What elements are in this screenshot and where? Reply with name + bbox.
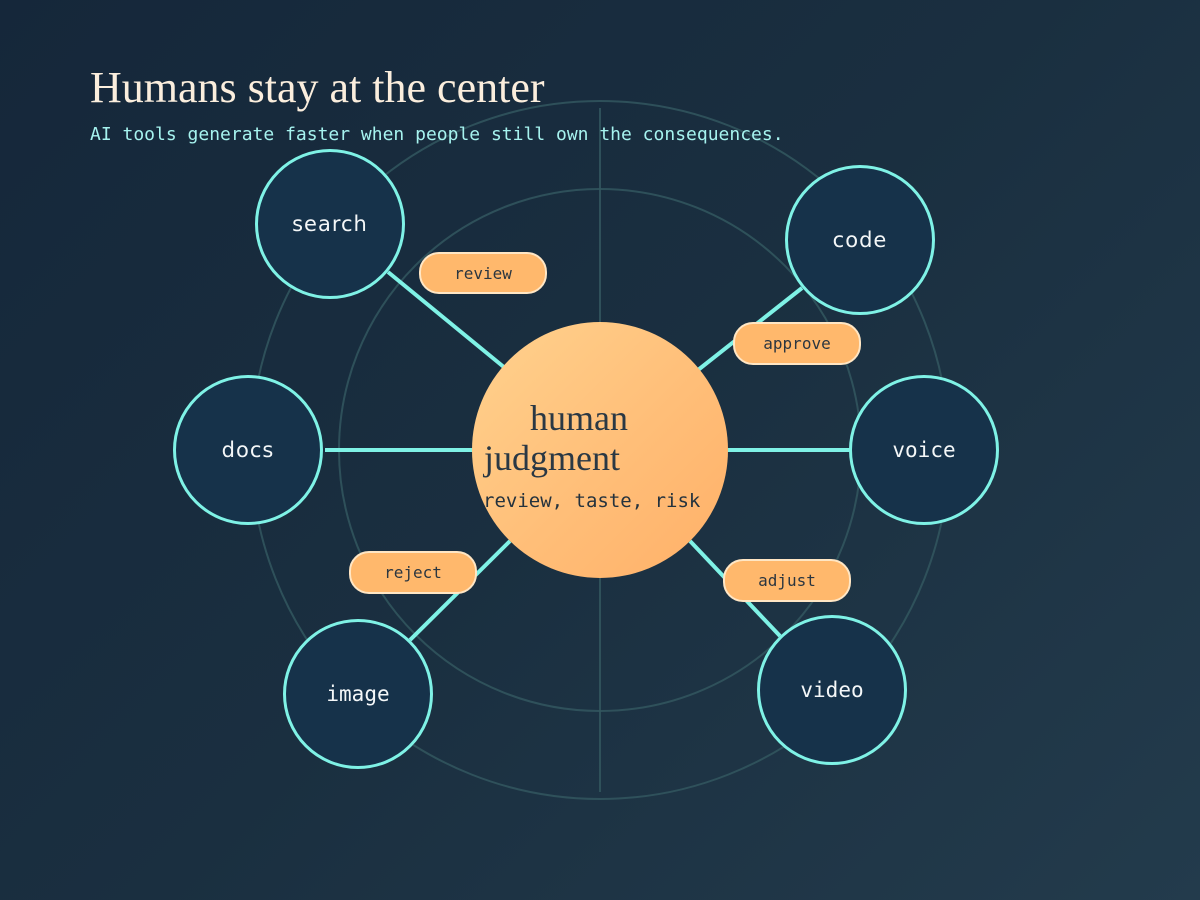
node-label: code — [832, 228, 888, 252]
node-label: voice — [892, 438, 956, 462]
hub-title: human judgment — [484, 398, 674, 478]
node-video[interactable]: video — [757, 615, 907, 765]
action-pill-adjust[interactable]: adjust — [723, 559, 851, 602]
node-docs[interactable]: docs — [173, 375, 323, 525]
page-subtitle: AI tools generate faster when people sti… — [90, 124, 784, 145]
node-label: docs — [221, 438, 275, 462]
connector-search — [386, 270, 507, 370]
node-label: search — [292, 212, 368, 236]
action-pill-approve[interactable]: approve — [733, 322, 861, 365]
node-search[interactable]: search — [255, 149, 405, 299]
pill-label: adjust — [758, 571, 816, 590]
hub-title-line1: human — [530, 398, 628, 438]
pill-label: approve — [763, 334, 831, 353]
pill-label: review — [454, 263, 512, 283]
page-title: Humans stay at the center — [90, 63, 545, 112]
hub-subtitle: review, taste, risk — [483, 490, 701, 512]
pill-label: reject — [384, 563, 442, 582]
hub-human-judgment — [472, 322, 728, 578]
node-label: video — [800, 678, 864, 702]
node-label: image — [326, 682, 390, 706]
node-code[interactable]: code — [785, 165, 935, 315]
action-pill-reject[interactable]: reject — [349, 551, 477, 594]
node-voice[interactable]: voice — [849, 375, 999, 525]
action-pill-review[interactable]: review — [419, 252, 547, 294]
hub-title-line2: judgment — [484, 438, 620, 478]
node-image[interactable]: image — [283, 619, 433, 769]
